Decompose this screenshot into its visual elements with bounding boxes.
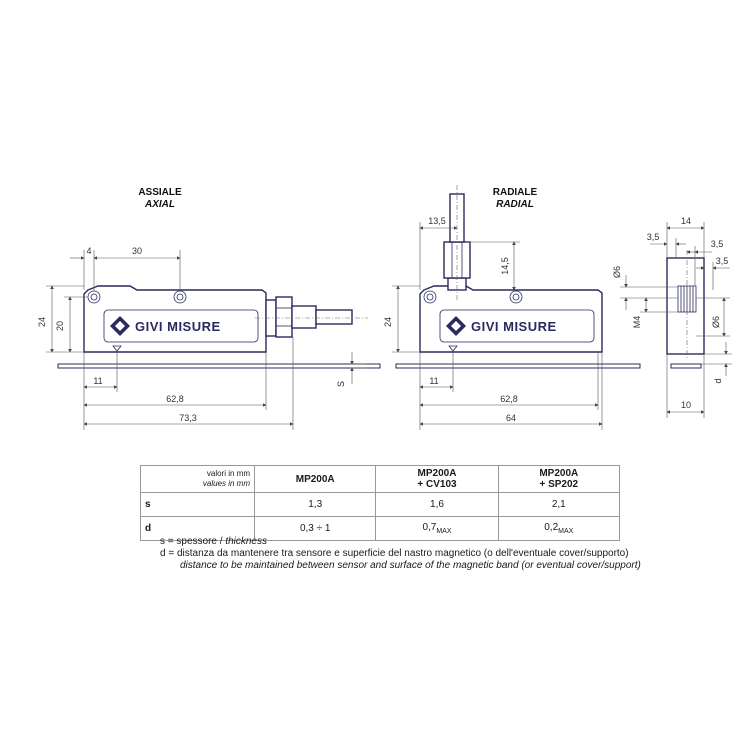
side-dim-10: 10 xyxy=(681,400,691,410)
radial-dim-14-5: 14,5 xyxy=(500,257,510,275)
cell-s-mp200a: 1,3 xyxy=(253,492,377,517)
radial-logo-text: GIVI MISURE xyxy=(471,319,557,334)
side-sensor-body xyxy=(666,257,705,355)
side-magnetic-band xyxy=(670,363,702,369)
side-dim-3-5-left: 3,5 xyxy=(647,232,660,242)
radial-dim-64: 64 xyxy=(506,413,516,423)
column-header-mp200a: MP200A xyxy=(253,465,377,493)
axial-dim-4: 4 xyxy=(86,246,91,256)
axial-subtitle: AXIAL xyxy=(144,199,175,210)
cell-s-cv103: 1,6 xyxy=(375,492,499,517)
axial-dim-73-3: 73,3 xyxy=(179,413,197,423)
axial-logo-text: GIVI MISURE xyxy=(135,319,221,334)
radial-title: RADIALE xyxy=(493,187,538,198)
legend-d-it: d = distanza da mantenere tra sensore e … xyxy=(160,548,629,559)
legend-s: s = spessore / thickness xyxy=(160,536,267,547)
axial-logo-icon xyxy=(110,316,130,336)
row-label-d: d xyxy=(140,516,255,541)
table-header-row: valori in mm values in mm MP200A MP200A … xyxy=(140,465,621,493)
side-dim-phi6-left: Ø6 xyxy=(612,266,622,278)
radial-mount-hole-right xyxy=(509,290,523,304)
row-label-s: s xyxy=(140,492,255,517)
units-label-en: values in mm xyxy=(202,479,250,488)
axial-title: ASSIALE xyxy=(138,187,182,198)
side-dim-3-5-middle: 3,5 xyxy=(711,239,724,249)
axial-view: ASSIALE AXIAL GIVI MISURE 4 30 xyxy=(37,187,381,430)
legend-d-en: distance to be maintained between sensor… xyxy=(180,560,641,571)
axial-dim-30: 30 xyxy=(132,246,142,256)
axial-magnetic-band xyxy=(57,363,381,369)
column-header-mp200a-cv103: MP200A + CV103 xyxy=(375,465,499,493)
axial-reference-mark-icon xyxy=(112,345,122,352)
spec-table: valori in mm values in mm MP200A MP200A … xyxy=(140,465,621,541)
side-dim-14: 14 xyxy=(681,216,691,226)
column-header-mp200a-sp202: MP200A + SP202 xyxy=(497,465,621,493)
radial-reference-mark-icon xyxy=(448,345,458,352)
axial-dim-20: 20 xyxy=(55,321,65,331)
radial-subtitle: RADIAL xyxy=(496,199,534,210)
cell-d-mp200a: 0,3 ÷ 1 xyxy=(253,516,377,541)
side-dim-phi6-right: Ø6 xyxy=(711,316,721,328)
axial-dim-62-8: 62,8 xyxy=(166,394,184,404)
axial-connector-nut xyxy=(275,296,293,338)
axial-cable xyxy=(315,309,353,325)
axial-dim-24: 24 xyxy=(37,317,47,327)
radial-logo-icon xyxy=(446,316,466,336)
side-view: 14 3,5 3,5 3,5 Ø6 M4 Ø6 xyxy=(612,216,732,418)
units-label-it: valori in mm xyxy=(206,469,250,478)
legend: s = spessore / thickness d = distanza da… xyxy=(160,536,641,572)
radial-logo-plate xyxy=(439,309,595,343)
radial-dim-24: 24 xyxy=(383,317,393,327)
table-row: s 1,3 1,6 2,1 xyxy=(140,492,621,517)
axial-sensor-body xyxy=(83,285,267,353)
axial-dim-11: 11 xyxy=(93,376,102,386)
cell-d-sp202: 0,2MAX xyxy=(497,516,621,541)
radial-view: RADIALE RADIAL GIVI MISURE 13,5 14,5 xyxy=(383,185,641,430)
axial-dim-s: S xyxy=(336,381,346,387)
table-row: d 0,3 ÷ 1 0,7MAX 0,2MAX xyxy=(140,516,621,541)
axial-logo-plate xyxy=(103,309,259,343)
side-dim-3-5-right: 3,5 xyxy=(716,256,729,266)
side-dim-m4: M4 xyxy=(632,316,642,329)
radial-mount-hole-left xyxy=(423,290,437,304)
radial-dim-13-5: 13,5 xyxy=(428,216,446,226)
radial-magnetic-band xyxy=(395,363,641,369)
radial-dim-11: 11 xyxy=(429,376,438,386)
units-cell: valori in mm values in mm xyxy=(140,465,255,493)
side-dim-d: d xyxy=(713,378,723,383)
radial-dim-62-8: 62,8 xyxy=(500,394,518,404)
cell-d-cv103: 0,7MAX xyxy=(375,516,499,541)
cell-s-sp202: 2,1 xyxy=(497,492,621,517)
